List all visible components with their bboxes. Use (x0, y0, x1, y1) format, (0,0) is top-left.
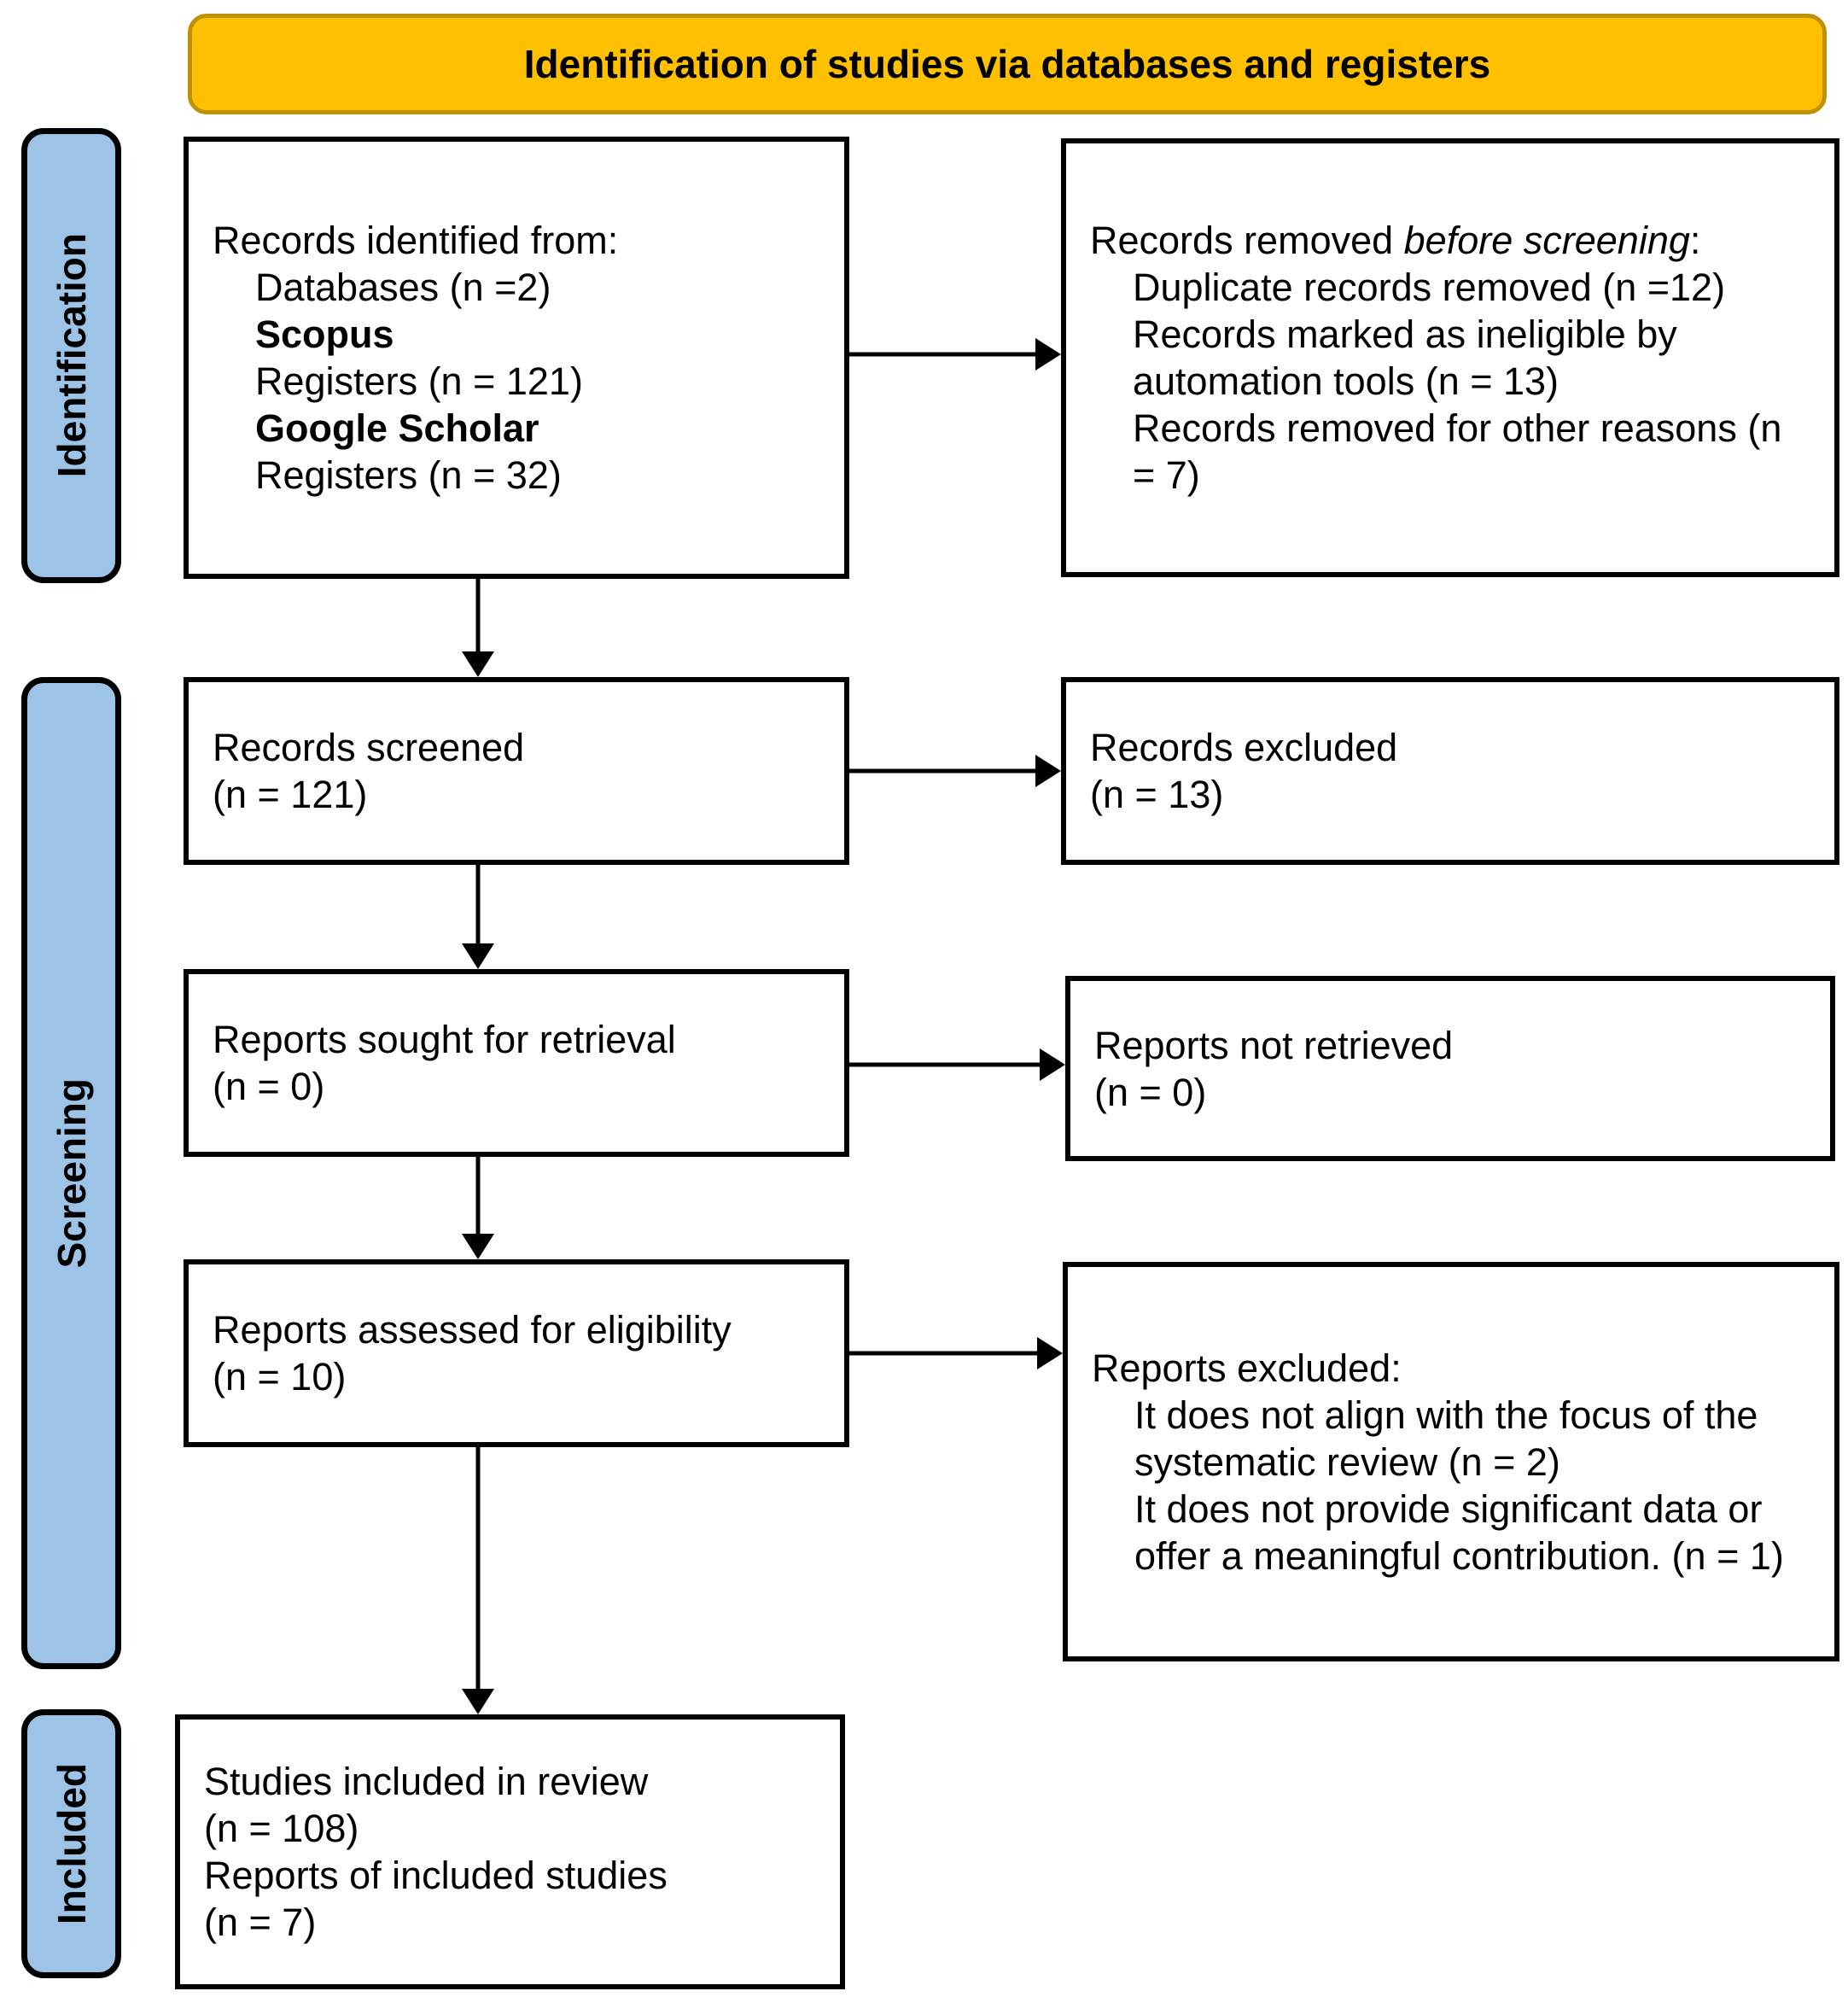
reports-included-label: Reports of included studies (204, 1854, 667, 1897)
arrow-line (849, 1351, 1039, 1356)
arrow-identified-to-removed (849, 338, 1061, 371)
stage-label-screening-text: Screening (49, 1077, 94, 1269)
arrow-line (849, 352, 1037, 357)
box-records-identified: Records identified from: Databases (n =2… (184, 137, 849, 579)
records-excluded-label: Records excluded (1090, 726, 1398, 769)
reports-excluded-heading: Reports excluded: (1092, 1346, 1402, 1390)
records-identified-registers-google: Registers (n = 32) (255, 453, 562, 497)
arrow-line (475, 1157, 481, 1235)
reports-sought-count: (n = 0) (213, 1065, 325, 1108)
reports-assessed-count: (n = 10) (213, 1355, 347, 1398)
box-reports-excluded: Reports excluded: It does not align with… (1063, 1262, 1839, 1661)
arrow-head-icon (462, 1689, 494, 1714)
box-reports-sought: Reports sought for retrieval (n = 0) (184, 969, 849, 1157)
studies-included-label: Studies included in review (204, 1760, 649, 1803)
records-excluded-count: (n = 13) (1090, 773, 1224, 816)
arrow-identified-to-screened (462, 579, 494, 677)
box-records-excluded: Records excluded (n = 13) (1061, 677, 1839, 865)
arrow-line (849, 1062, 1041, 1067)
arrow-head-icon (462, 943, 494, 969)
box-reports-not-retrieved: Reports not retrieved (n = 0) (1065, 976, 1835, 1161)
arrow-head-icon (1035, 755, 1061, 787)
reports-assessed-label: Reports assessed for eligibility (213, 1308, 732, 1352)
records-identified-google-scholar: Google Scholar (255, 406, 539, 450)
studies-included-count: (n = 108) (204, 1807, 359, 1850)
box-reports-assessed: Reports assessed for eligibility (n = 10… (184, 1259, 849, 1447)
box-records-screened: Records screened (n = 121) (184, 677, 849, 865)
records-removed-duplicates: Duplicate records removed (n =12) (1133, 266, 1726, 309)
arrow-sought-to-assessed (462, 1157, 494, 1259)
stage-label-included-text: Included (49, 1762, 94, 1925)
banner: Identification of studies via databases … (188, 14, 1827, 114)
records-removed-other: Records removed for other reasons (n = 7… (1133, 406, 1782, 497)
records-identified-databases: Databases (n =2) (255, 266, 551, 309)
stage-label-identification-text: Identification (49, 233, 94, 478)
arrow-assessed-to-included (462, 1447, 494, 1714)
reports-excluded-reason-1: It does not align with the focus of the … (1134, 1393, 1758, 1484)
arrow-line (475, 579, 481, 653)
reports-included-count: (n = 7) (204, 1901, 317, 1944)
arrow-screened-to-sought (462, 865, 494, 969)
records-removed-heading-prefix: Records removed (1090, 219, 1404, 262)
records-removed-heading: Records removed before screening: (1090, 217, 1813, 264)
arrow-line (475, 865, 481, 945)
records-removed-heading-italic: before screening (1403, 219, 1690, 262)
stage-label-identification: Identification (21, 128, 121, 583)
arrow-head-icon (1040, 1048, 1065, 1081)
stage-label-screening: Screening (21, 677, 121, 1669)
reports-excluded-reason-2: It does not provide significant data or … (1134, 1486, 1784, 1578)
arrow-screened-to-excluded (849, 755, 1061, 787)
arrow-line (475, 1447, 481, 1690)
stage-label-included: Included (21, 1709, 121, 1978)
box-records-removed: Records removed before screening: Duplic… (1061, 138, 1839, 577)
arrow-head-icon (462, 1234, 494, 1259)
banner-title: Identification of studies via databases … (523, 42, 1491, 86)
arrow-head-icon (1035, 338, 1061, 371)
reports-not-retrieved-count: (n = 0) (1094, 1070, 1207, 1114)
arrow-line (849, 768, 1037, 774)
records-identified-scopus: Scopus (255, 312, 394, 356)
box-studies-included: Studies included in review (n = 108) Rep… (175, 1714, 845, 1989)
arrow-assessed-to-reports-excluded (849, 1337, 1063, 1369)
arrow-head-icon (1037, 1337, 1063, 1369)
records-removed-automation: Records marked as ineligible by automati… (1133, 312, 1677, 403)
records-screened-label: Records screened (213, 726, 525, 769)
arrow-head-icon (462, 651, 494, 677)
records-identified-heading: Records identified from: (213, 219, 619, 262)
records-removed-heading-suffix: : (1689, 219, 1701, 262)
records-screened-count: (n = 121) (213, 773, 368, 816)
reports-sought-label: Reports sought for retrieval (213, 1018, 676, 1061)
reports-not-retrieved-label: Reports not retrieved (1094, 1023, 1454, 1067)
arrow-sought-to-not-retrieved (849, 1048, 1065, 1081)
records-identified-registers-scopus: Registers (n = 121) (255, 359, 583, 403)
